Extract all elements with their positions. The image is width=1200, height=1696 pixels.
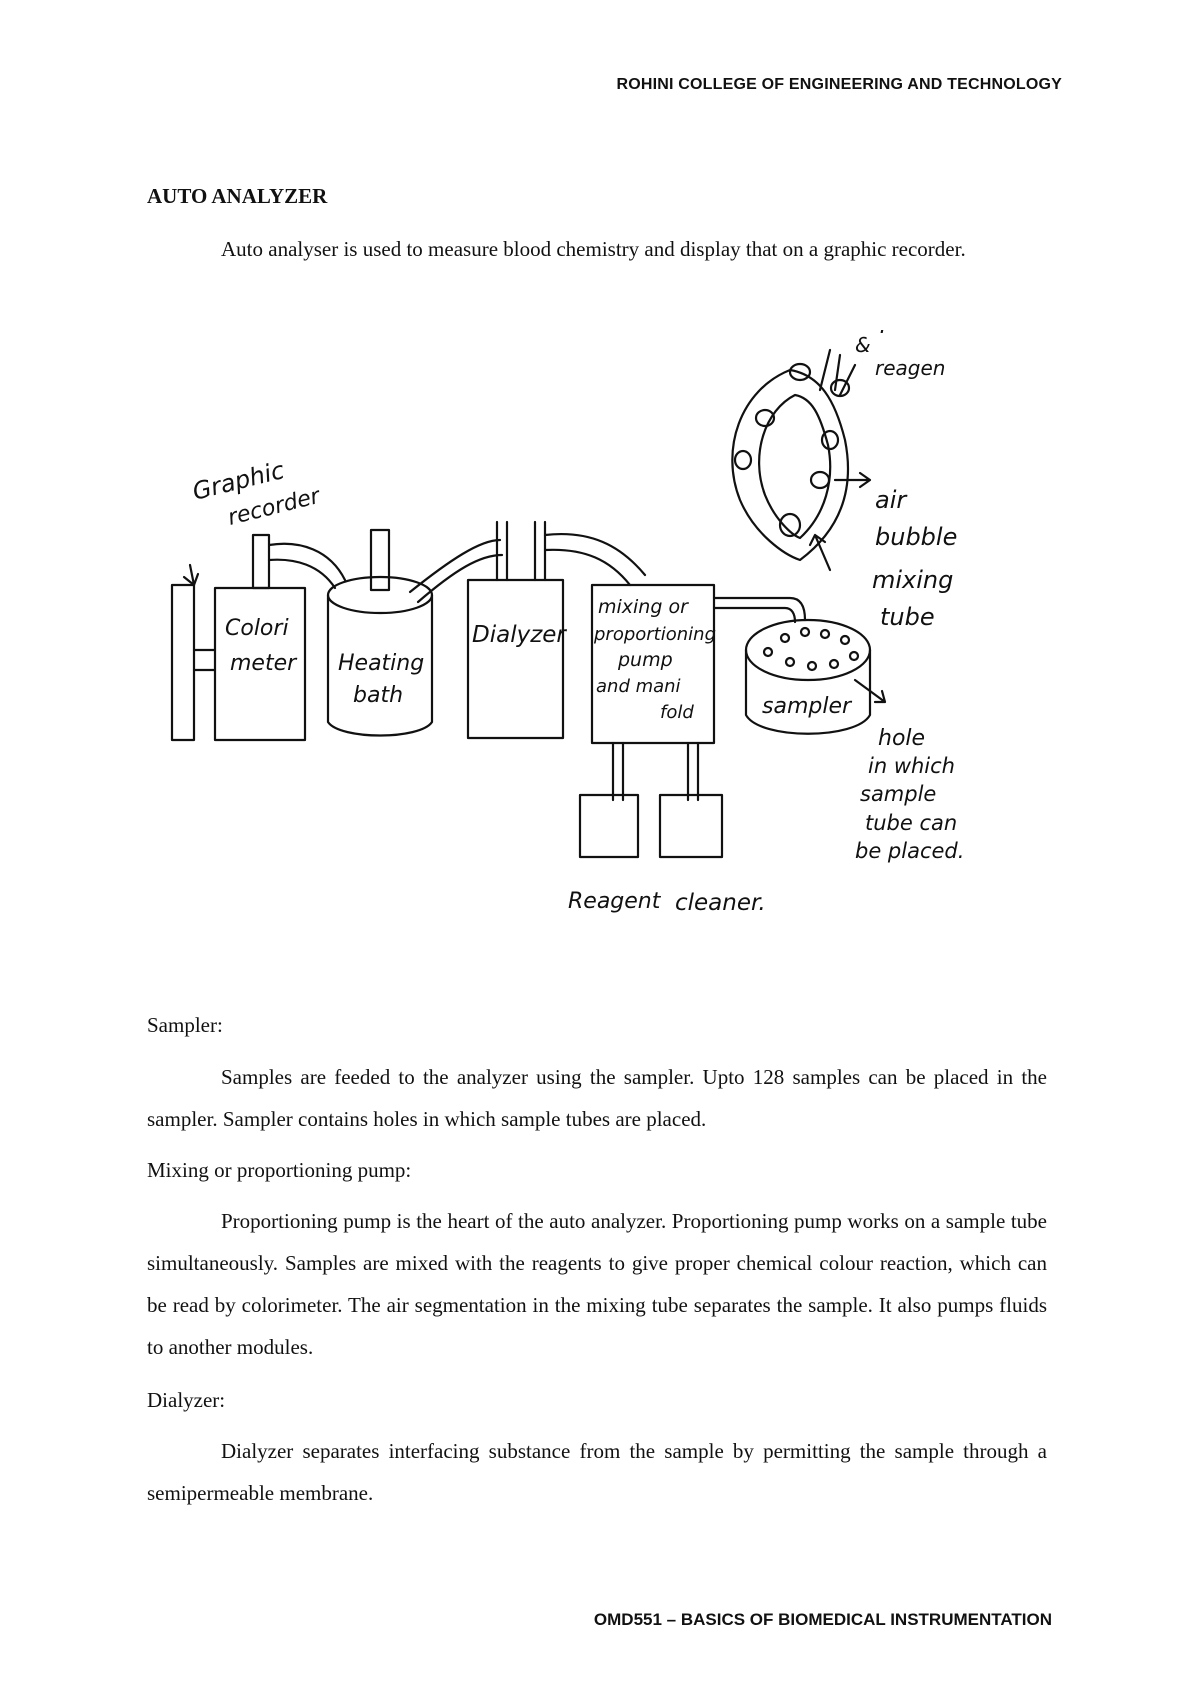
sampler-body xyxy=(744,648,872,735)
label-colori: Colori xyxy=(225,616,289,641)
label-in-which: in which xyxy=(868,754,955,778)
label-hole: hole xyxy=(878,726,925,751)
label-pump-3: pump xyxy=(617,649,673,671)
pump-box xyxy=(590,583,716,745)
mixing-tube-outer xyxy=(731,368,850,562)
label-meter: meter xyxy=(230,651,298,676)
graphic-recorder-box xyxy=(170,583,196,742)
section-body-pump: Proportioning pump is the heart of the a… xyxy=(147,1209,1047,1359)
page-footer: OMD551 – BASICS OF BIOMEDICAL INSTRUMENT… xyxy=(593,1610,1052,1629)
dialyzer-box xyxy=(466,578,565,740)
section-body-sampler: Samples are feeded to the analyzer using… xyxy=(147,1065,1047,1131)
label-sampler: sampler xyxy=(762,694,853,719)
label-tube-can: tube can xyxy=(865,811,957,835)
mixing-tube-arrow xyxy=(808,533,832,572)
colorimeter-tube xyxy=(251,533,271,590)
label-mixing: mixing xyxy=(872,566,953,594)
label-cleaner: cleaner. xyxy=(675,890,766,916)
label-bath: bath xyxy=(353,683,403,708)
intro-paragraph: Auto analyser is used to measure blood c… xyxy=(221,237,966,261)
tube-pump-sampler xyxy=(712,596,807,624)
label-dialyzer: Dialyzer xyxy=(472,622,567,648)
label-pump-1: mixing or xyxy=(598,596,689,618)
tube-colorimeter-heating xyxy=(267,542,347,590)
tube-dialyzer-pump xyxy=(543,533,647,587)
label-reagent: reagen xyxy=(875,356,945,380)
label-bubble: bubble xyxy=(875,523,957,551)
label-heating: Heating xyxy=(338,651,424,676)
diagram-svg: sample & reagen air bubble mixing tube G… xyxy=(170,306,964,916)
label-be-placed: be placed. xyxy=(855,839,964,863)
mixing-tube-inner xyxy=(758,393,832,540)
heating-bath-top xyxy=(326,575,434,615)
label-pump-4: and mani xyxy=(596,676,681,697)
section-body-dialyzer: Dialyzer separates interfacing substance… xyxy=(147,1439,1047,1505)
air-bubbles xyxy=(733,362,851,538)
label-reagent: Reagent xyxy=(568,889,662,914)
label-sample: sample xyxy=(830,330,917,334)
reagent-box xyxy=(578,793,640,859)
heating-bath-body xyxy=(326,593,434,737)
pump-down-tubes xyxy=(611,741,700,802)
sample-arrows xyxy=(818,348,857,397)
section-heading-pump: Mixing or proportioning pump: xyxy=(147,1158,412,1182)
dialyzer-tubes xyxy=(495,520,547,582)
label-air: air xyxy=(875,486,908,514)
air-bubble-arrow xyxy=(833,471,872,489)
label-pump-2: proportioning xyxy=(593,624,716,645)
sampler-holes xyxy=(762,626,860,672)
page-header: ROHINI COLLEGE OF ENGINEERING AND TECHNO… xyxy=(616,76,1062,93)
label-tube: tube xyxy=(880,603,935,631)
section-heading-sampler: Sampler: xyxy=(147,1013,223,1037)
recorder-link xyxy=(192,648,217,672)
heating-bath-tube xyxy=(369,528,391,592)
label-sample-tube: sample xyxy=(860,782,936,806)
tube-heating-dialyzer xyxy=(408,538,504,604)
cleaner-box xyxy=(658,793,724,859)
page-title: AUTO ANALYZER xyxy=(147,184,328,208)
hole-arrow xyxy=(853,678,887,704)
label-and: & xyxy=(855,333,871,357)
section-heading-dialyzer: Dialyzer: xyxy=(147,1388,226,1412)
label-pump-5: fold xyxy=(660,702,694,723)
recorder-arrow xyxy=(182,563,200,587)
auto-analyzer-diagram: sample & reagen air bubble mixing tube G… xyxy=(140,306,1040,980)
